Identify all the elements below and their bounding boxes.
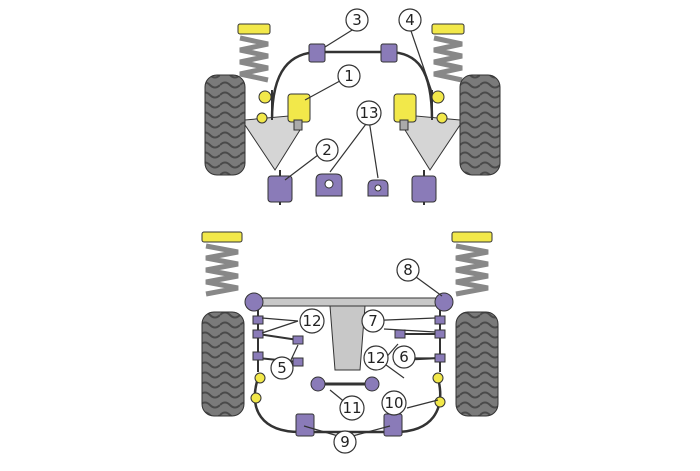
front-left-spring [237, 23, 271, 83]
callout-1: 1 [337, 64, 361, 88]
callout-3-label: 3 [352, 11, 362, 29]
front-left-ball-joint [256, 112, 268, 124]
front-right-spring [431, 23, 465, 83]
rear-arb-bush-left [295, 413, 315, 437]
callout-8: 8 [396, 258, 420, 282]
front-rear-wishbone-bush-left [267, 170, 293, 205]
callout-12-left-label: 12 [302, 312, 321, 330]
rear-left-spring [201, 231, 243, 297]
front-left-wishbone [244, 114, 301, 171]
callout-1-label: 1 [344, 67, 354, 85]
callout-9: 9 [333, 430, 357, 454]
trailing-link-bush-left [310, 376, 326, 392]
front-wishbone-bush-left [287, 93, 311, 131]
callout-10: 10 [381, 390, 407, 416]
callout-6-label: 6 [399, 348, 409, 366]
callout-4-label: 4 [405, 11, 415, 29]
callout-5-label: 5 [277, 359, 287, 377]
callout-6: 6 [392, 345, 416, 369]
front-arb-bush-right [380, 43, 398, 63]
rear-arb-bush-right [383, 413, 403, 437]
callout-12-right-label: 12 [366, 349, 385, 367]
callout-10-label: 10 [384, 394, 403, 412]
front-left-tyre [204, 74, 246, 176]
front-right-tyre [459, 74, 501, 176]
rear-right-tyre [455, 311, 499, 417]
callout-13-label: 13 [359, 104, 378, 122]
callout-2: 2 [315, 138, 339, 162]
front-suspension [204, 23, 501, 205]
callout-12-right: 12 [363, 345, 389, 371]
callout-12-left: 12 [299, 308, 325, 334]
front-right-wishbone [404, 114, 461, 171]
front-right-drop-link-bush [431, 90, 445, 104]
callout-13: 13 [356, 100, 382, 126]
trailing-link-bush-right [364, 376, 380, 392]
front-right-ball-joint [436, 112, 448, 124]
front-anti-roll-bar [270, 50, 434, 121]
subframe-bush-left [244, 292, 264, 312]
rear-diff-mount [329, 305, 366, 371]
callout-8-label: 8 [403, 261, 413, 279]
rear-suspension [201, 231, 499, 437]
rear-left-tyre [201, 311, 245, 417]
callout-9-label: 9 [340, 433, 350, 451]
front-wishbone-bush-right [393, 93, 417, 131]
callout-2-label: 2 [322, 141, 332, 159]
rear-right-spring [451, 231, 493, 297]
front-left-drop-link-bush [258, 90, 272, 104]
callout-5: 5 [270, 356, 294, 380]
callout-11-label: 11 [342, 399, 361, 417]
rear-crossmember [249, 297, 449, 307]
front-rear-wishbone-bush-right [411, 170, 437, 205]
callouts: 1 2 3 4 13 8 12 7 [270, 8, 422, 454]
subframe-bush-right [434, 292, 454, 312]
callout-7: 7 [361, 309, 385, 333]
callout-11: 11 [339, 395, 365, 421]
callout-4: 4 [398, 8, 422, 32]
front-arb-bush-left [308, 43, 326, 63]
callout-7-label: 7 [368, 312, 378, 330]
callout-3: 3 [345, 8, 369, 32]
